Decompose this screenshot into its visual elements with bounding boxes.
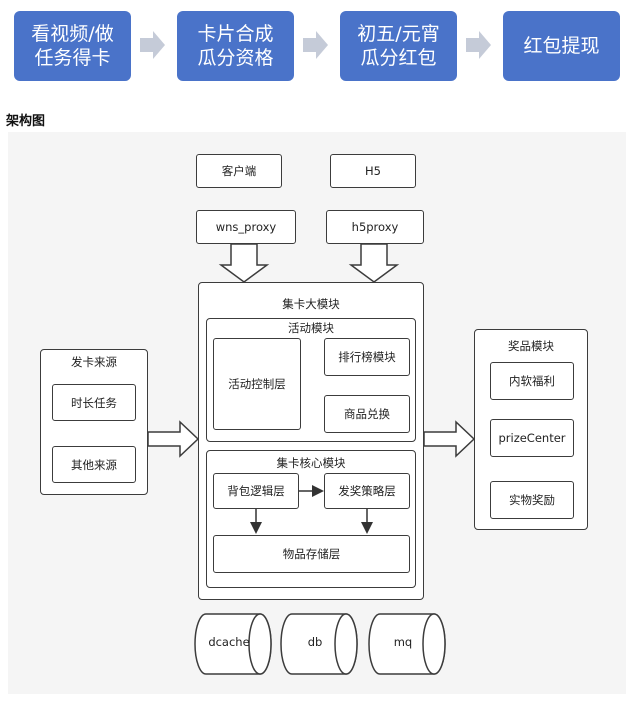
card-module-title: 集卡大模块: [282, 297, 340, 311]
activity-control-node: 活动控制层: [213, 338, 301, 430]
backpack-logic-node: 背包逻辑层: [213, 473, 299, 509]
flow-step-card-merge: 卡片合成 瓜分资格: [177, 11, 294, 81]
reward-module-title: 奖品模块: [508, 339, 554, 353]
flow-step-withdraw: 红包提现: [503, 11, 620, 81]
dcache-label: dcache: [208, 635, 250, 649]
duration-task-node: 时长任务: [52, 384, 136, 421]
db-label: db: [307, 635, 323, 649]
internal-welfare-node: 内软福利: [490, 362, 574, 400]
client-node: 客户端: [196, 154, 282, 188]
card-source-title: 发卡来源: [71, 355, 117, 369]
flow-arrow-icon: [466, 31, 491, 59]
goods-exchange-node: 商品兑换: [324, 395, 410, 433]
other-source-node: 其他来源: [52, 446, 136, 483]
issue-reward-label: 发奖品: [431, 432, 466, 446]
item-storage-node: 物品存储层: [213, 535, 410, 573]
flow-arrow-icon: [140, 31, 165, 59]
mq-label: mq: [393, 635, 413, 649]
h5proxy-node: h5proxy: [326, 210, 424, 244]
wns-proxy-node: wns_proxy: [196, 210, 296, 244]
h5-node: H5: [330, 154, 416, 188]
section-heading: 架构图: [6, 114, 46, 129]
architecture-diagram: 客户端 H5 wns_proxy h5proxy 发卡来源 时长任务 其他来源 …: [8, 132, 626, 694]
reward-strategy-node: 发奖策略层: [324, 473, 410, 509]
core-module-title: 集卡核心模块: [276, 456, 346, 470]
ranking-module-node: 排行榜模块: [324, 338, 410, 376]
flow-step-split-redpacket: 初五/元宵 瓜分红包: [340, 11, 457, 81]
down-arrow-icon: [218, 243, 270, 283]
flow-step-watch-video: 看视频/做 任务得卡: [14, 11, 131, 81]
down-arrow-icon: [348, 243, 400, 283]
physical-reward-node: 实物奖励: [490, 481, 574, 519]
prize-center-node: prizeCenter: [490, 419, 574, 457]
activity-module-title: 活动模块: [288, 321, 334, 335]
issue-card-label: 发卡: [150, 432, 173, 446]
flow-arrow-icon: [303, 31, 328, 59]
